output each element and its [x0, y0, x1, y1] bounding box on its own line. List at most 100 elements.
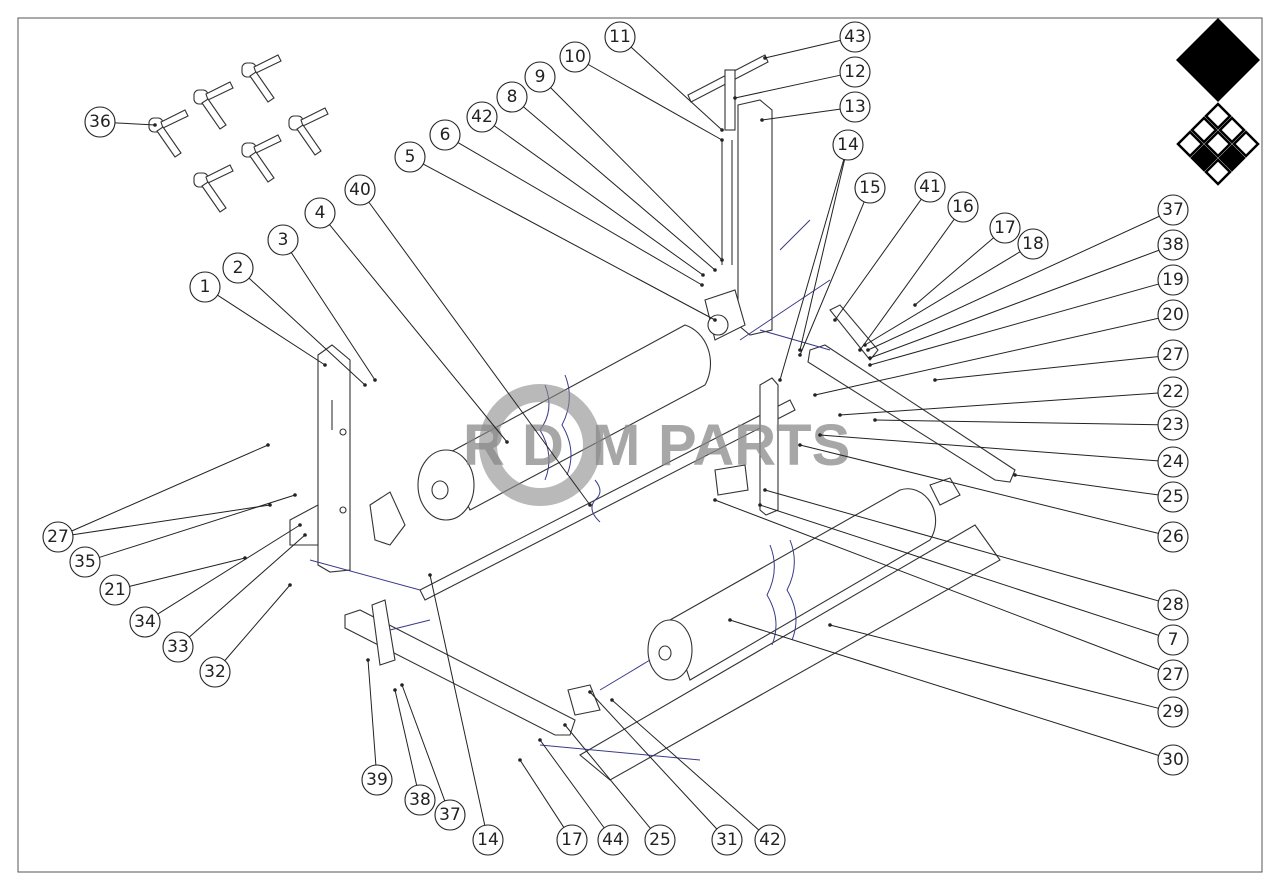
leader-dot [713, 498, 717, 502]
callout-number: 3 [278, 230, 289, 250]
leader-line [329, 224, 508, 443]
callout-circle [267, 224, 299, 256]
leader-dot [1013, 473, 1017, 477]
callout-number: 7 [1168, 630, 1179, 650]
leader-line [819, 434, 1159, 462]
leader-line [867, 215, 1160, 351]
callout-42: 42 [610, 698, 786, 856]
clamp-handles [148, 54, 329, 213]
callout-number: 34 [134, 612, 156, 632]
leader-dot [720, 128, 724, 132]
callout-number: 44 [602, 830, 624, 850]
callout-circle [832, 129, 864, 161]
leader-line [1014, 474, 1159, 496]
callout-27: 27 [713, 498, 1189, 691]
leader-dot [393, 688, 397, 692]
leader-dot [868, 363, 872, 367]
callout-number: 25 [1162, 487, 1184, 507]
callout-18: 18 [863, 228, 1049, 347]
callout-circle [1157, 339, 1189, 371]
callout-number: 36 [89, 112, 111, 132]
callout-38: 38 [393, 688, 436, 816]
leader-line [914, 237, 994, 306]
leader-line [114, 122, 156, 126]
leader-line [799, 444, 1159, 534]
callout-circle [914, 171, 946, 203]
leader-line [493, 125, 704, 276]
leader-dot [838, 413, 842, 417]
leader-line [429, 574, 486, 826]
callout-number: 16 [952, 197, 974, 217]
leader-dot [798, 348, 802, 352]
callout-number: 29 [1162, 702, 1184, 722]
callout-19: 19 [868, 264, 1189, 367]
leader-dot [763, 488, 767, 492]
leader-dot [588, 690, 592, 694]
leader-dot [366, 658, 370, 662]
callout-number: 42 [471, 107, 493, 127]
lower-roller [647, 488, 937, 681]
leader-line [587, 63, 723, 141]
leader-line [550, 87, 723, 261]
leader-dot [538, 738, 542, 742]
callout-number: 40 [349, 180, 371, 200]
svg-text:R: R [463, 413, 505, 478]
drawing-frame [17, 17, 1263, 873]
callout-circle [361, 764, 393, 796]
callout-37: 37 [866, 194, 1189, 352]
callout-number: 37 [1162, 200, 1184, 220]
leader-dot [518, 758, 522, 762]
callout-circle [394, 141, 426, 173]
callout-number: 20 [1162, 305, 1184, 325]
leader-dot [758, 503, 762, 507]
callout-4: 4 [304, 197, 509, 444]
callout-number: 26 [1162, 527, 1184, 547]
callout-circle [99, 574, 131, 606]
leader-dot [933, 378, 937, 382]
leader-dot [868, 356, 872, 360]
leader-dot [428, 573, 432, 577]
callout-number: 21 [104, 580, 126, 600]
callout-28: 28 [763, 488, 1189, 621]
callout-number: 17 [561, 830, 583, 850]
callout-circle [1157, 589, 1189, 621]
callout-circle [304, 197, 336, 229]
callout-circle [222, 252, 254, 284]
leader-dot [610, 698, 614, 702]
callout-circle [754, 824, 786, 856]
callout-44: 44 [538, 738, 629, 856]
callout-9: 9 [524, 61, 724, 262]
callout-number: 30 [1162, 750, 1184, 770]
callout-number: 24 [1162, 452, 1184, 472]
callout-number: 38 [1162, 235, 1184, 255]
callout-2: 2 [222, 252, 367, 387]
leader-line [523, 106, 716, 271]
leader-line [759, 504, 1159, 636]
leader-line [519, 759, 565, 828]
callout-circle [597, 824, 629, 856]
callout-25: 25 [1013, 473, 1189, 513]
leader-line [457, 142, 703, 286]
callout-37: 37 [400, 683, 466, 831]
callout-number: 25 [649, 830, 671, 850]
callout-10: 10 [559, 41, 724, 142]
leader-dot [700, 283, 704, 287]
callout-32: 32 [199, 583, 292, 688]
callout-14: 14 [428, 573, 504, 856]
callout-circle [644, 824, 676, 856]
callout-circle [1157, 299, 1189, 331]
leader-dot [813, 393, 817, 397]
leader-line [814, 317, 1159, 396]
callout-8: 8 [496, 81, 717, 272]
callout-number: 27 [1162, 665, 1184, 685]
callout-12: 12 [733, 56, 871, 100]
callout-circle [989, 212, 1021, 244]
leader-line [934, 356, 1159, 381]
callout-circle [947, 191, 979, 223]
callout-3: 3 [267, 224, 377, 382]
callout-circle [839, 56, 871, 88]
callout-circle [1157, 624, 1189, 656]
leader-dot [303, 533, 307, 537]
callout-20: 20 [813, 299, 1189, 397]
